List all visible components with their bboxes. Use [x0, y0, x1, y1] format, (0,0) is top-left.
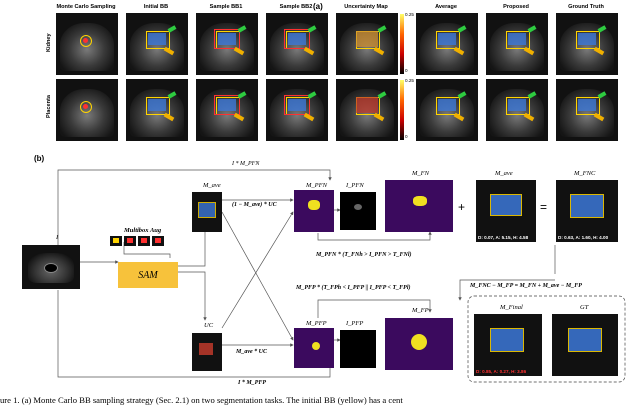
metric-fnc: D: 0.63, A: 1.60, H: 4.00 — [558, 235, 609, 240]
grid-tile-r1-c5 — [416, 79, 478, 141]
grid-tile-r0-c2 — [196, 13, 258, 75]
multibox-thumb-0 — [110, 236, 122, 246]
sam-block: SAM — [118, 262, 178, 288]
colorbar-min-placenta: 0 — [405, 134, 408, 139]
colorbar-placenta — [400, 80, 404, 140]
plus-sign: + — [458, 200, 466, 214]
grid-tile-r0-c3 — [266, 13, 328, 75]
m-fnc-image: D: 0.63, A: 1.60, H: 4.00 — [556, 180, 618, 242]
grid-tile-r1-c6 — [486, 79, 548, 141]
sam-label: SAM — [138, 269, 158, 281]
colorbar-max-kidney: 0.25 — [405, 12, 414, 17]
m-final-label: M_Final — [500, 304, 523, 311]
equals-sign: = — [540, 200, 548, 214]
m-fn-image — [385, 180, 453, 232]
multibox-thumb-1 — [124, 236, 136, 246]
panel-b-label: (b) — [34, 154, 45, 163]
grid-tile-r0-c7 — [556, 13, 618, 75]
column-title-2: Sample BB1 — [209, 4, 243, 10]
m-ave-image — [192, 192, 222, 232]
m-fp-image — [385, 318, 453, 370]
grid-tile-r1-c7 — [556, 79, 618, 141]
m-pfn-label: M_PFN — [306, 182, 327, 189]
colorbar-kidney — [400, 14, 404, 74]
grid-tile-r1-c3 — [266, 79, 328, 141]
colorbar-min-kidney: 0 — [405, 68, 408, 73]
fp-rule-label: M_PFP * (T_FPh < I_PFP || I_PFP < T_FPl) — [296, 285, 411, 291]
column-title-3: Sample BB2 — [279, 4, 313, 10]
i-pfn-image — [340, 192, 376, 230]
gt-label: GT — [580, 304, 589, 311]
gt-image — [552, 314, 618, 376]
grid-tile-r0-c4 — [336, 13, 398, 75]
grid-tile-r1-c2 — [196, 79, 258, 141]
uc-label: UC — [204, 322, 214, 329]
i-pfn-label: I_PFN — [346, 182, 364, 189]
m-ave-label: M_ave — [203, 182, 221, 189]
column-title-4: Uncertainty Map — [344, 4, 388, 10]
column-title-6: Proposed — [503, 4, 529, 10]
column-title-1: Initial BB — [143, 4, 169, 10]
multibox-aug-label: Multibox Aug — [124, 227, 162, 234]
fnc-rule-label: M_FNC − M_FP = M_FN + M_ave − M_FP — [470, 283, 582, 289]
m-pfn-image — [294, 190, 334, 232]
m-pfp-label: M_PFP — [306, 320, 327, 327]
grid-tile-r1-c4 — [336, 79, 398, 141]
m-fp-label: M_FP — [412, 307, 429, 314]
uc-image — [192, 333, 222, 371]
m-ave-out-image: D: 0.07, A: 5.15, H: 4.58 — [476, 180, 536, 242]
multibox-thumb-3 — [152, 236, 164, 246]
grid-tile-r0-c6 — [486, 13, 548, 75]
top-arrow-label: I * M_PFN — [232, 161, 260, 167]
grid-tile-r0-c5 — [416, 13, 478, 75]
metric-final: D: 0.85, A: 0.27, H: 3.86 — [476, 369, 527, 374]
m-fn-label: M_FN — [412, 170, 429, 177]
column-title-5: Average — [435, 4, 457, 10]
m-ave-out-label: M_ave — [495, 170, 513, 177]
input-label: I — [56, 234, 59, 241]
i-pfp-label: I_PFP — [346, 320, 364, 327]
colorbar-max-placenta: 0.25 — [405, 78, 414, 83]
grid-tile-r0-c1 — [126, 13, 188, 75]
multibox-thumb-2 — [138, 236, 150, 246]
panel-a-label: (a) — [313, 2, 323, 11]
grid-tile-r1-c0 — [56, 79, 118, 141]
metric-ave: D: 0.07, A: 5.15, H: 4.58 — [478, 235, 529, 240]
column-title-7: Ground Truth — [568, 4, 604, 10]
bottom-arrow-label: I * M_PFP — [238, 380, 267, 386]
i-pfp-image — [340, 330, 376, 368]
input-ultrasound-image — [22, 245, 80, 289]
m-fnc-label: M_FNC — [574, 170, 596, 177]
column-title-0: Monte Carlo Sampling — [56, 4, 116, 10]
figure-caption: ure 1. (a) Monte Carlo BB sampling strat… — [0, 395, 403, 405]
grid-tile-r1-c1 — [126, 79, 188, 141]
m-final-image: D: 0.85, A: 0.27, H: 3.86 — [474, 314, 542, 376]
one-minus-label: (1 − M_ave) * UC — [232, 202, 277, 208]
grid-tile-r0-c0 — [56, 13, 118, 75]
m-pfp-image — [294, 328, 334, 368]
fn-rule-label: M_PFN * (T_FNh > I_PFN > T_FNl) — [316, 252, 412, 258]
mave-uc-label: M_ave * UC — [236, 349, 267, 355]
